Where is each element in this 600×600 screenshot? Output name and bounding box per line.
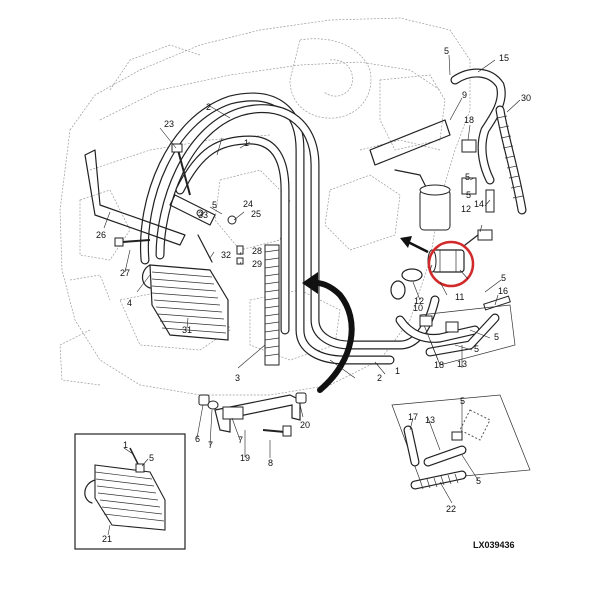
callout-5f: 5 xyxy=(494,332,499,342)
callout-24: 24 xyxy=(243,199,253,209)
callout-2a: 2 xyxy=(206,102,211,112)
callout-12a: 12 xyxy=(414,296,424,306)
callout-2b: 2 xyxy=(377,373,382,383)
callout-18a: 18 xyxy=(464,115,474,125)
callout-11: 11 xyxy=(455,292,464,302)
bracket-assembly xyxy=(169,194,244,265)
fitting-14 xyxy=(485,189,495,213)
bracket-26 xyxy=(84,149,186,246)
callout-4: 4 xyxy=(127,298,132,308)
callout-25: 25 xyxy=(251,209,261,219)
callout-27: 27 xyxy=(120,268,130,278)
callout-18b: 18 xyxy=(434,360,444,370)
callout-5c: 5 xyxy=(465,172,470,182)
callout-28: 28 xyxy=(252,246,262,256)
callout-5d: 5 xyxy=(466,190,471,200)
callout-30: 30 xyxy=(521,93,531,103)
pointer-arrow-filter xyxy=(400,236,429,254)
callout-20: 20 xyxy=(300,420,310,430)
bracket-18-lower xyxy=(419,315,459,333)
callout-17: 17 xyxy=(408,412,418,422)
callout-19: 19 xyxy=(240,453,250,463)
kit-detail-lower-right xyxy=(391,394,531,490)
bolt-27 xyxy=(114,237,151,247)
callout-7b: 7 xyxy=(238,435,243,445)
callout-5i: 5 xyxy=(476,476,481,486)
pipe-assembly-13 xyxy=(395,295,516,366)
fitting-18-top xyxy=(461,139,477,153)
callout-33: 33 xyxy=(198,210,208,220)
callout-26: 26 xyxy=(96,230,106,240)
callout-3: 3 xyxy=(235,373,240,383)
hose-30 xyxy=(495,105,527,215)
callout-29: 29 xyxy=(252,259,262,269)
callout-1c: 1 xyxy=(123,440,128,450)
bracket-19 xyxy=(214,394,301,433)
callout-5e: 5 xyxy=(501,273,506,283)
callout-9: 9 xyxy=(462,90,467,100)
callout-10: 10 xyxy=(413,303,423,313)
bracket-9 xyxy=(369,119,451,196)
callout-16: 16 xyxy=(498,286,508,296)
callout-23: 23 xyxy=(164,119,174,129)
callout-5h: 5 xyxy=(460,396,465,406)
highlight-circle xyxy=(427,240,475,288)
hardware-6-7-8-20 xyxy=(198,392,307,437)
protective-sleeve xyxy=(264,244,280,366)
callout-1b: 1 xyxy=(395,366,400,376)
oil-cooler-lines xyxy=(139,92,440,365)
callout-31: 31 xyxy=(182,325,192,335)
callout-5b: 5 xyxy=(212,200,217,210)
oil-cooler-31 xyxy=(141,264,229,341)
callout-14: 14 xyxy=(474,199,484,209)
clamp-10 xyxy=(390,268,423,300)
leader-lines xyxy=(103,54,521,536)
callout-labels: 1 1 1 2 2 3 4 5 5 5 5 5 5 5 5 5 5 6 7 7 … xyxy=(96,46,531,544)
connector-12 xyxy=(464,229,493,246)
callout-32: 32 xyxy=(221,250,231,260)
bolt-23 xyxy=(171,143,191,196)
callout-8: 8 xyxy=(268,458,273,468)
callout-21: 21 xyxy=(102,534,112,544)
callout-12b: 12 xyxy=(461,204,471,214)
inset-detail-box xyxy=(74,433,186,550)
callout-13b: 13 xyxy=(425,415,435,425)
callout-1a: 1 xyxy=(244,138,249,148)
flow-arrow xyxy=(302,272,355,393)
callout-13a: 13 xyxy=(457,359,467,369)
callout-6: 6 xyxy=(195,434,200,444)
oil-filter-11 xyxy=(427,249,465,273)
callout-15: 15 xyxy=(499,53,509,63)
filter-housing xyxy=(419,177,477,231)
callout-5j: 5 xyxy=(149,453,154,463)
figure-code: LX039436 xyxy=(473,540,515,550)
callout-7a: 7 xyxy=(208,440,213,450)
callout-22: 22 xyxy=(446,504,456,514)
callout-5a: 5 xyxy=(444,46,449,56)
callout-5g: 5 xyxy=(474,344,479,354)
